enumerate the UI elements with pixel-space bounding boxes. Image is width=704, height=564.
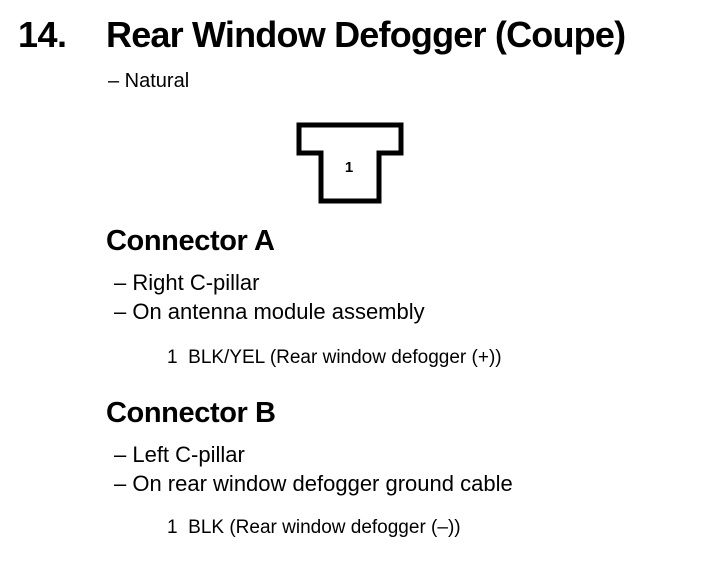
connector-b-heading: Connector B bbox=[106, 397, 276, 429]
connector-b-location-1: – Left C-pillar bbox=[114, 442, 245, 467]
page-title: Rear Window Defogger (Coupe) bbox=[106, 14, 626, 55]
connector-a-location-1: – Right C-pillar bbox=[114, 270, 260, 295]
connector-a-heading: Connector A bbox=[106, 225, 275, 257]
connector-outline bbox=[296, 122, 404, 204]
pin-number: 1 bbox=[167, 347, 178, 368]
pin-wire: BLK (Rear window defogger (–)) bbox=[188, 517, 461, 538]
connector-a-location-2: – On antenna module assembly bbox=[114, 299, 425, 324]
connector-b-pin: 1 BLK (Rear window defogger (–)) bbox=[167, 517, 461, 539]
pin-wire: BLK/YEL (Rear window defogger (+)) bbox=[188, 347, 502, 368]
connector-diagram: 1 bbox=[296, 122, 404, 204]
connector-b-location-2: – On rear window defogger ground cable bbox=[114, 471, 513, 496]
pin-number: 1 bbox=[167, 517, 178, 538]
section-number: 14. bbox=[18, 14, 67, 55]
connector-a-pin: 1 BLK/YEL (Rear window defogger (+)) bbox=[167, 347, 502, 369]
color-note: – Natural bbox=[108, 70, 190, 92]
connector-pin-label: 1 bbox=[345, 159, 353, 176]
